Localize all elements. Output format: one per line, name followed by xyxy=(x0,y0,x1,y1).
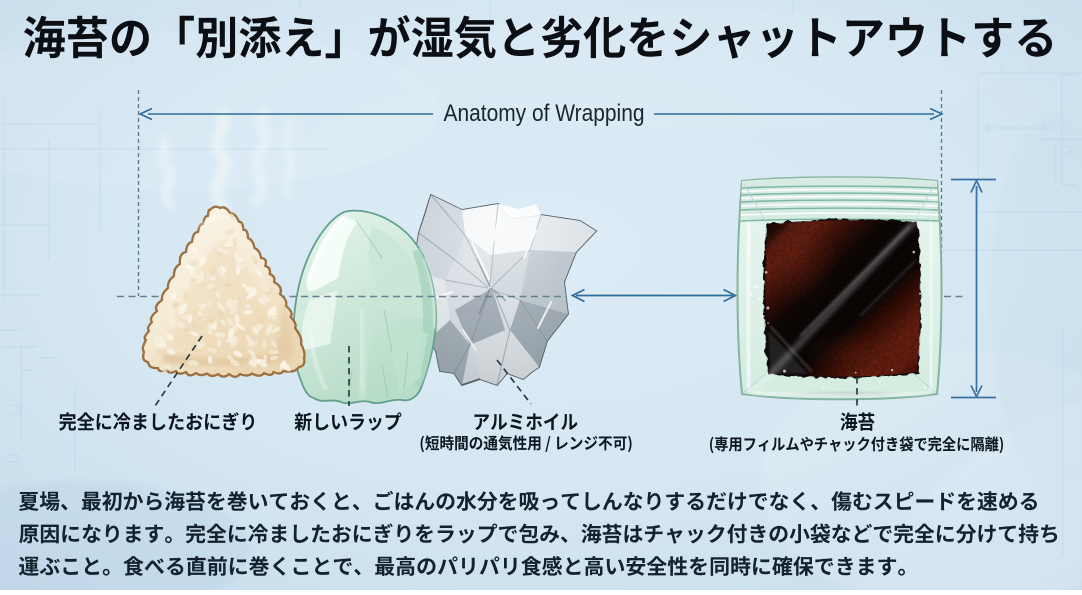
svg-text:Anatomy of Wrapping: Anatomy of Wrapping xyxy=(444,100,645,127)
